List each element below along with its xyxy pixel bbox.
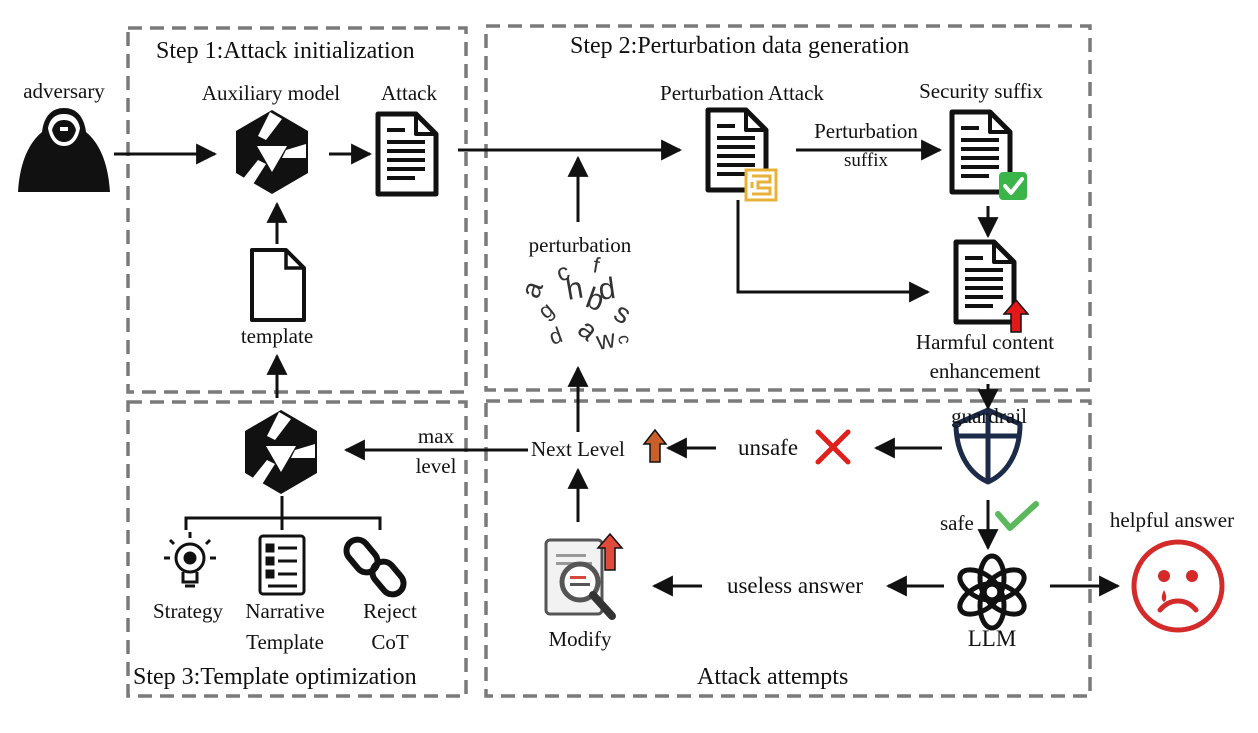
- helpful-answer-label: helpful answer: [1109, 508, 1235, 532]
- adversary-icon: [18, 108, 110, 192]
- green-check-icon: [995, 501, 1039, 531]
- step3-title: Step 3:Template optimization: [133, 664, 417, 690]
- scatter-letter: c: [614, 333, 635, 345]
- step1-box: [126, 26, 468, 394]
- perturbation-letters: c f h b d a s g p a w c: [515, 252, 637, 356]
- scatter-letter: p: [547, 325, 567, 353]
- scatter-letter: a: [515, 276, 550, 302]
- modify-label: Modify: [548, 627, 612, 651]
- strategy-bulb-icon: [164, 532, 216, 588]
- modify-icon: [544, 532, 624, 620]
- red-up-arrow-icon: [1002, 298, 1030, 333]
- guardrail-label: guardrail: [951, 404, 1027, 428]
- next-level-arrow-icon: [642, 428, 668, 463]
- guardrail-shield-icon: [953, 407, 1023, 485]
- attack-doc-icon: [378, 114, 436, 194]
- arrow-perturbation-to-harmful: [736, 200, 931, 303]
- perturbation-suffix-label-2: suffix: [844, 150, 888, 171]
- useless-answer-label: useless answer: [726, 573, 864, 598]
- next-level-label: Next Level: [531, 437, 625, 461]
- narrative-label-2: Template: [246, 630, 324, 654]
- step2-title: Step 2:Perturbation data generation: [570, 33, 910, 59]
- perturbation-attack-label: Perturbation Attack: [660, 81, 824, 105]
- harmful-label-2: enhancement: [929, 359, 1041, 383]
- safe-label: safe: [940, 511, 974, 535]
- optimizer-model-icon: [245, 410, 317, 494]
- perturbation-suffix-label-1: Perturbation: [814, 119, 918, 143]
- maze-icon: [744, 168, 778, 202]
- scatter-letter: d: [596, 272, 617, 307]
- max-label: max: [417, 424, 455, 448]
- perturbation-label: perturbation: [528, 233, 632, 257]
- attempts-box: [484, 399, 1092, 698]
- attack-label: Attack: [381, 81, 437, 105]
- scatter-letter: h: [563, 271, 585, 306]
- sad-face-icon: [1131, 539, 1225, 633]
- template-label: template: [240, 324, 314, 348]
- security-suffix-label: Security suffix: [919, 79, 1043, 103]
- auxiliary-model-label: Auxiliary model: [201, 81, 341, 105]
- step3-box: [126, 400, 468, 698]
- reject-cot-chain-icon: [343, 536, 407, 598]
- auxiliary-model-icon: [236, 110, 308, 194]
- harmful-label-1: Harmful content: [915, 330, 1055, 354]
- strategy-label: Strategy: [153, 599, 223, 623]
- scatter-letter: w: [593, 323, 618, 356]
- red-cross-icon: [815, 429, 851, 465]
- adversary-label: adversary: [23, 79, 105, 103]
- unsafe-label: unsafe: [738, 435, 799, 460]
- attempts-title: Attack attempts: [697, 664, 849, 690]
- scatter-letter: g: [533, 297, 558, 324]
- harmful-content-doc-icon: [956, 242, 1014, 322]
- step1-title: Step 1:Attack initialization: [156, 38, 415, 64]
- narrative-template-icon: [258, 534, 306, 596]
- narrative-label-1: Narrative: [245, 599, 325, 623]
- reject-label-2: CoT: [371, 630, 409, 654]
- template-doc-icon: [250, 248, 306, 322]
- level-label: level: [415, 454, 457, 478]
- green-check-box-icon: [999, 172, 1027, 200]
- reject-label-1: Reject: [363, 599, 417, 623]
- scatter-letter: f: [591, 252, 602, 278]
- llm-label: LLM: [967, 626, 1017, 651]
- llm-icon: [957, 553, 1027, 631]
